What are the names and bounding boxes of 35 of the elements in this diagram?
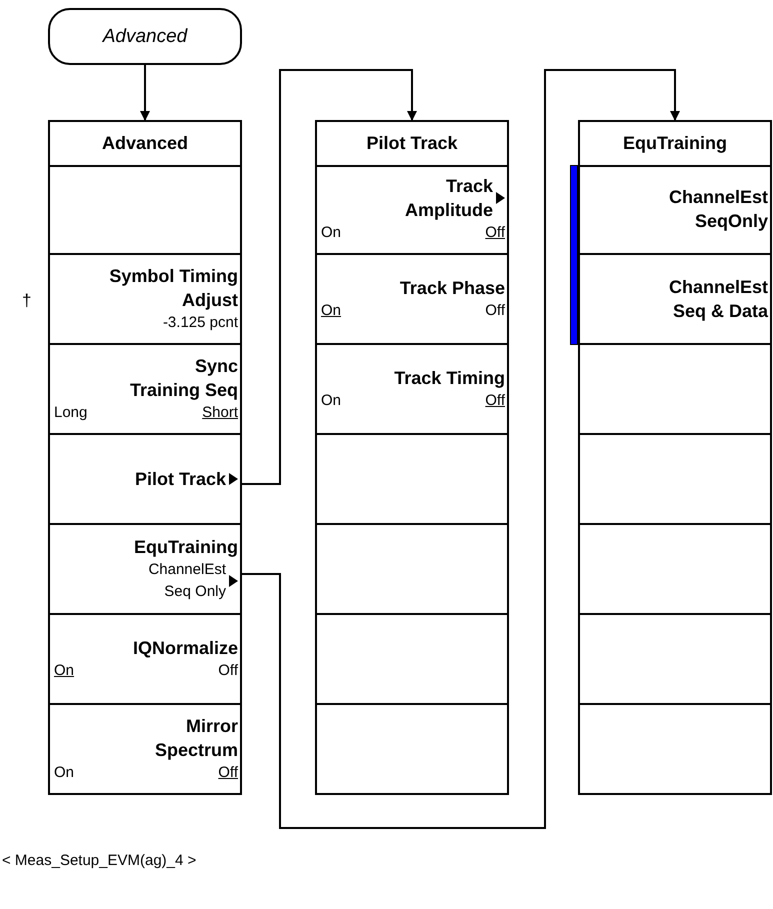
- arrow: [240, 69, 417, 485]
- key-label: Sync Training Seq: [128, 355, 238, 402]
- toggle-option: On: [321, 300, 342, 322]
- menu-start-box: Advanced: [48, 8, 242, 65]
- toggle-option: Off: [485, 300, 505, 322]
- key-label: IQNormalize: [132, 637, 238, 660]
- toggle-option: Long: [54, 402, 88, 424]
- key-value: ChannelEst Seq Only: [147, 560, 226, 602]
- toggle-option: Off: [218, 660, 238, 682]
- key-value: -3.125 pcnt: [162, 313, 238, 333]
- toggle-option: On: [54, 762, 74, 784]
- menu-title: EquTraining: [580, 122, 770, 167]
- menu-title: Advanced: [50, 122, 240, 167]
- key-label: Track Timing: [394, 367, 505, 390]
- key-label: Mirror Spectrum: [154, 715, 238, 762]
- footnote-mark: †: [22, 291, 32, 311]
- arrow: [140, 65, 150, 121]
- toggle-option: Short: [202, 402, 238, 424]
- key-label: EquTraining: [134, 536, 238, 559]
- menu-title: Pilot Track: [317, 122, 507, 167]
- toggle-option: On: [321, 390, 342, 412]
- toggle-option: Off: [218, 762, 238, 784]
- menu-panel: [315, 120, 509, 795]
- key-label: Pilot Track: [134, 468, 226, 491]
- key-label: ChannelEst Seq & Data: [668, 276, 768, 323]
- key-label: Track Phase: [400, 277, 505, 300]
- key-label: ChannelEst SeqOnly: [668, 186, 768, 233]
- diagram-id-caption: < Meas_Setup_EVM(ag)_4 >: [2, 852, 196, 869]
- toggle-option: Off: [485, 390, 505, 412]
- toggle-option: On: [54, 660, 74, 682]
- toggle-option: Off: [485, 222, 505, 244]
- arrow: [240, 69, 680, 829]
- key-label: Symbol Timing Adjust: [108, 265, 238, 312]
- toggle-option: On: [321, 222, 342, 244]
- key-label: Track Amplitude: [404, 175, 493, 222]
